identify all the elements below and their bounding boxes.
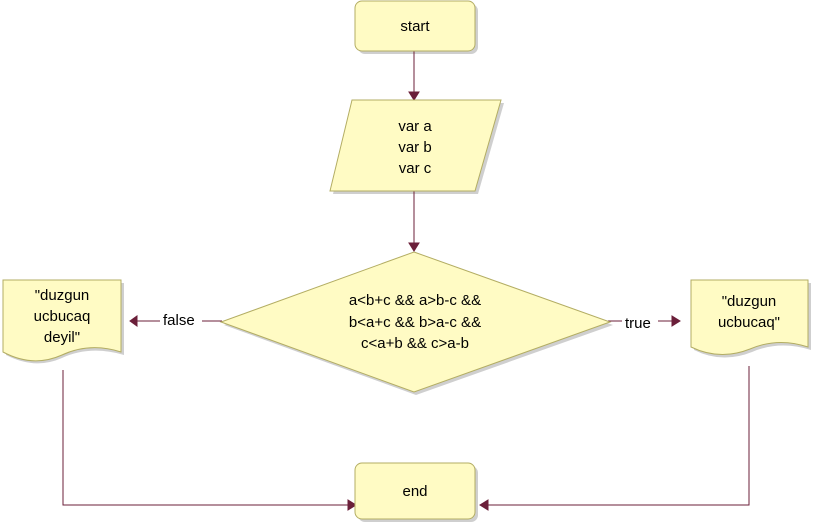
start-node: start: [354, 0, 476, 52]
end-label: end: [402, 483, 427, 500]
false-edge-label: false: [163, 312, 195, 329]
arrowhead-decision: [408, 242, 420, 252]
output-false-line-1: "duzgun: [35, 287, 90, 304]
true-edge-label: true: [625, 315, 651, 332]
input-line-2: var b: [398, 139, 431, 156]
arrowhead-false-output: [129, 315, 138, 327]
input-node: var a var b var c: [329, 99, 502, 192]
input-line-1: var a: [398, 118, 432, 135]
output-true-line-2: ucbucaq": [718, 314, 780, 331]
decision-line-1: a<b+c && a>b-c &&: [349, 292, 481, 309]
arrowhead-input: [408, 91, 420, 101]
output-true-node: "duzgun ucbucaq": [690, 279, 809, 355]
arrowhead-true-output: [671, 315, 681, 327]
decision-line-2: b<a+c && b>a-c &&: [349, 314, 481, 331]
decision-node: a<b+c && a>b-c && b<a+c && b>a-c && c<a+…: [219, 251, 612, 393]
output-false-line-2: ucbucaq: [34, 308, 91, 325]
output-false-node: "duzgun ucbucaq deyil": [2, 279, 122, 362]
output-true-line-1: "duzgun: [722, 293, 777, 310]
decision-line-3: c<a+b && c>a-b: [361, 335, 469, 352]
output-false-line-3: deyil": [44, 329, 80, 346]
input-line-3: var c: [399, 160, 432, 177]
edge-false-to-end: [62, 370, 348, 506]
end-node: end: [354, 462, 476, 520]
start-label: start: [400, 18, 430, 35]
arrowhead-end-left: [347, 499, 357, 511]
arrowhead-end-right: [479, 499, 489, 511]
edge-true-to-end: [488, 366, 750, 506]
